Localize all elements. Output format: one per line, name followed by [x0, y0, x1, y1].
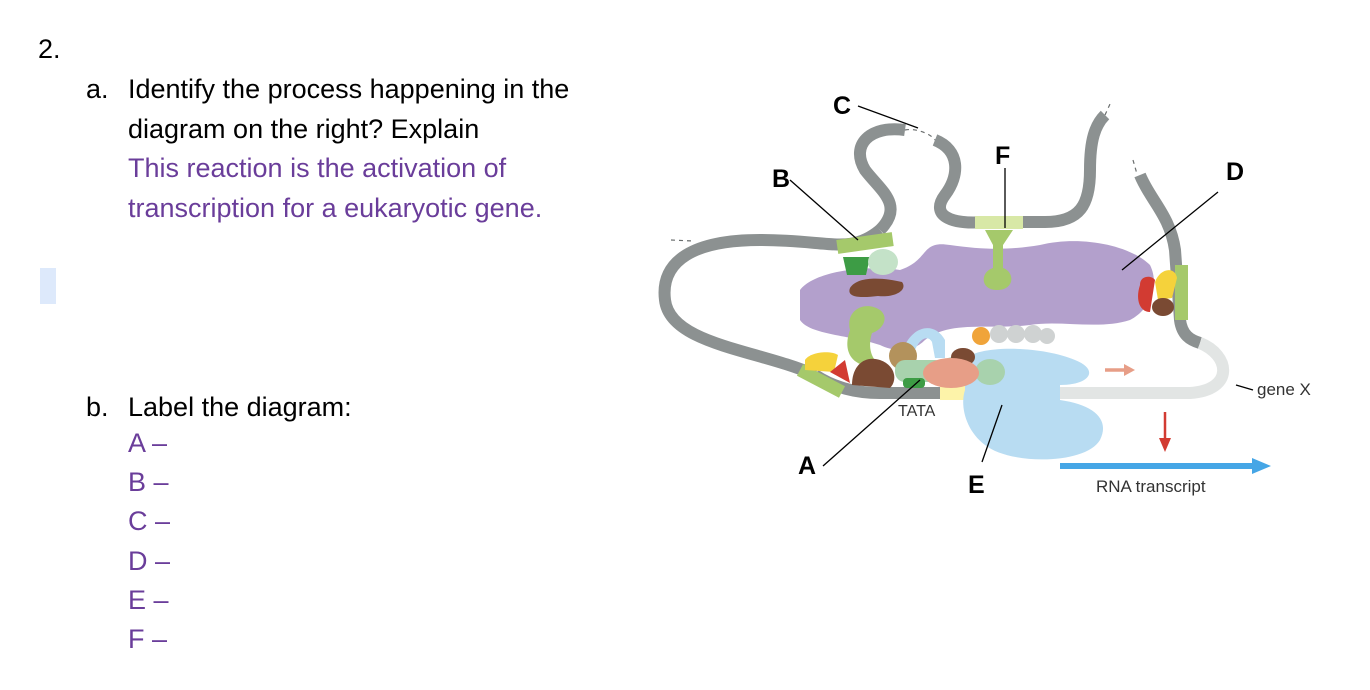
gtf-yellow — [805, 352, 838, 372]
part-b-prompt: Label the diagram: — [128, 392, 352, 422]
circle-orange — [972, 327, 990, 345]
part-a-marker: a. — [86, 74, 109, 104]
gtf-brown — [852, 358, 895, 388]
general-factor-blue — [905, 328, 945, 358]
activator-b-green — [843, 257, 870, 275]
circle-gray-4 — [1039, 328, 1055, 344]
tbp — [903, 378, 925, 388]
enhancer-segment-f — [975, 216, 1023, 229]
salmon-arrow — [1105, 364, 1135, 376]
circle-gray-2 — [1007, 325, 1025, 343]
activator-f — [983, 230, 1013, 290]
label-answer-e[interactable]: E – — [128, 585, 169, 615]
diagram-label-a: A — [798, 452, 816, 480]
label-answer-b[interactable]: B – — [128, 467, 169, 497]
enhancer-segment-d — [1175, 265, 1188, 320]
question-number: 2. — [38, 34, 61, 64]
coactivator-green — [847, 306, 885, 367]
diagram-label-e: E — [968, 471, 985, 499]
gtf-green-3 — [975, 359, 1005, 385]
activator-b-pale — [868, 249, 898, 275]
circle-gray-1 — [990, 325, 1008, 343]
activator-d-yellow — [1155, 270, 1177, 300]
gene-x-dna — [1030, 337, 1230, 399]
text-cursor-highlight — [40, 268, 56, 304]
diagram-label-c: C — [833, 92, 851, 120]
label-answer-a[interactable]: A – — [128, 428, 168, 458]
diagram-label-b: B — [772, 165, 790, 193]
label-answer-c[interactable]: C – — [128, 506, 171, 536]
part-a-prompt-line-1: Identify the process happening in the — [128, 74, 570, 104]
gtf-salmon — [923, 358, 979, 388]
gtf-red — [830, 360, 850, 383]
label-answer-d[interactable]: D – — [128, 546, 171, 576]
mediator-complex — [800, 241, 1154, 350]
label-answer-f[interactable]: F – — [128, 624, 168, 654]
activator-d-red — [1138, 276, 1155, 312]
part-a-answer-line-1[interactable]: This reaction is the activation of — [128, 153, 507, 183]
enhancer-segment-b — [836, 232, 894, 254]
rna-transcript-arrow — [1060, 458, 1271, 474]
enhancer-segment-a — [796, 364, 846, 398]
rna-transcript-label: RNA transcript — [1096, 477, 1206, 496]
gene-x-label: gene X — [1257, 380, 1311, 399]
part-a-answer-line-2[interactable]: transcription for a eukaryotic gene. — [128, 193, 543, 223]
tata-label: TATA — [898, 403, 936, 420]
diagram-label-f: F — [995, 142, 1010, 170]
part-a-prompt-line-2: diagram on the right? Explain — [128, 114, 480, 144]
diagram-label-d: D — [1226, 158, 1244, 186]
leader-lines — [789, 105, 1254, 467]
activator-b-brown — [849, 278, 904, 298]
part-b-marker: b. — [86, 392, 109, 422]
circle-gray-3 — [1024, 325, 1042, 343]
red-down-arrow — [1159, 412, 1171, 452]
activator-d-brown — [1152, 298, 1174, 316]
dna-gaps — [670, 103, 1138, 242]
